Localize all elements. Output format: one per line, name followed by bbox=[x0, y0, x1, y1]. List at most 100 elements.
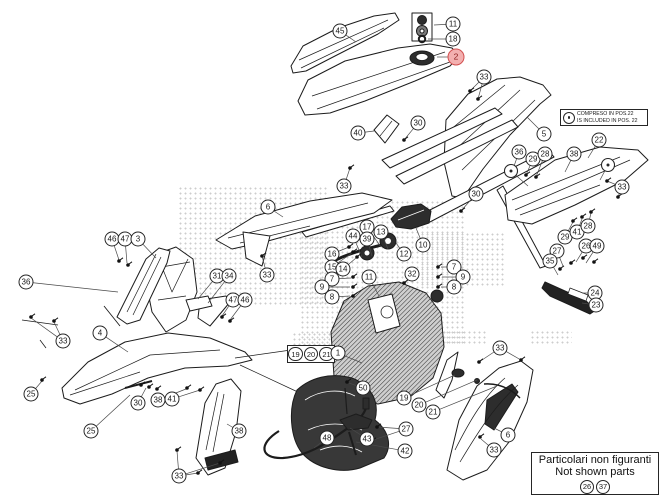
fastener-glyph bbox=[40, 376, 47, 382]
brake-lever-drawing bbox=[339, 387, 373, 456]
callout-33[interactable]: 33 bbox=[614, 179, 630, 195]
fastener-glyph bbox=[534, 173, 541, 179]
callout-33[interactable]: 33 bbox=[55, 333, 71, 349]
callout-19[interactable]: 19 bbox=[288, 346, 303, 362]
callout-4[interactable]: 4 bbox=[92, 325, 108, 341]
callout-8[interactable]: 8 bbox=[446, 279, 462, 295]
fastener-glyph bbox=[571, 217, 578, 223]
callout-5[interactable]: 5 bbox=[536, 126, 552, 142]
callout-28[interactable]: 28 bbox=[537, 146, 553, 162]
leader-line bbox=[176, 450, 179, 469]
callout-2[interactable]: 2 bbox=[447, 48, 465, 66]
callout-45[interactable]: 45 bbox=[332, 23, 348, 39]
fastener-glyph bbox=[196, 469, 203, 475]
callout-33[interactable]: 33 bbox=[336, 178, 352, 194]
callout-33[interactable]: 33 bbox=[492, 340, 508, 356]
callout-33[interactable]: 33 bbox=[486, 442, 502, 458]
callout-13[interactable]: 13 bbox=[373, 224, 389, 240]
callout-38[interactable]: 38 bbox=[566, 146, 582, 162]
fastener-glyph bbox=[592, 258, 599, 264]
callout-10[interactable]: 10 bbox=[415, 237, 431, 253]
leader-line bbox=[207, 281, 225, 304]
callout-6[interactable]: 6 bbox=[260, 199, 276, 215]
leader-line bbox=[348, 257, 357, 265]
callout-6[interactable]: 6 bbox=[500, 427, 516, 443]
callout-28[interactable]: 28 bbox=[580, 218, 596, 234]
callout-43[interactable]: 43 bbox=[359, 431, 375, 447]
callout-44[interactable]: 44 bbox=[345, 228, 361, 244]
callout-23[interactable]: 23 bbox=[588, 297, 604, 313]
left-fork-guard-drawing bbox=[103, 247, 171, 327]
fastener-glyph bbox=[218, 459, 225, 465]
fastener-glyph bbox=[351, 292, 358, 298]
leader-line bbox=[587, 145, 596, 159]
leader-line bbox=[425, 379, 478, 403]
callout-20[interactable]: 20 bbox=[411, 397, 427, 413]
fastener-glyph bbox=[29, 313, 36, 319]
callout-20[interactable]: 20 bbox=[303, 346, 319, 362]
leader-line bbox=[35, 380, 43, 389]
callout-14[interactable]: 14 bbox=[335, 261, 351, 277]
callout-32[interactable]: 32 bbox=[404, 266, 420, 282]
callout-22[interactable]: 22 bbox=[591, 132, 607, 148]
leader-line bbox=[581, 302, 589, 305]
callout-40[interactable]: 40 bbox=[350, 125, 366, 141]
radiator-shroud-drawing bbox=[215, 192, 393, 267]
leader-line bbox=[383, 238, 389, 250]
leader-line bbox=[365, 130, 375, 133]
callout-42[interactable]: 42 bbox=[397, 443, 413, 459]
callout-18[interactable]: 18 bbox=[445, 31, 461, 47]
callout-36[interactable]: 36 bbox=[18, 274, 34, 290]
leader-line bbox=[30, 317, 58, 338]
leader-line bbox=[113, 245, 120, 261]
callout-33[interactable]: 33 bbox=[259, 267, 275, 283]
callout-49[interactable]: 49 bbox=[589, 238, 605, 254]
callout-35[interactable]: 35 bbox=[542, 253, 558, 269]
callout-3[interactable]: 3 bbox=[130, 231, 146, 247]
leader-line bbox=[125, 246, 128, 264]
leader-line bbox=[349, 427, 362, 436]
callout-19[interactable]: 19 bbox=[396, 390, 412, 406]
fastener-glyph bbox=[139, 381, 146, 387]
watermark-dots bbox=[530, 330, 572, 344]
fastener-glyph bbox=[355, 253, 362, 259]
side-panel-drawing bbox=[435, 351, 534, 481]
leader-line bbox=[372, 283, 380, 297]
callout-11[interactable]: 11 bbox=[361, 269, 377, 285]
callout-39[interactable]: 39 bbox=[359, 231, 375, 247]
callout-48[interactable]: 48 bbox=[319, 430, 335, 446]
leader-line bbox=[535, 160, 543, 178]
callout-30[interactable]: 30 bbox=[468, 186, 484, 202]
leader-line bbox=[197, 281, 213, 300]
callout-33[interactable]: 33 bbox=[171, 468, 187, 484]
callout-33[interactable]: 33 bbox=[476, 69, 492, 85]
callout-46[interactable]: 46 bbox=[237, 292, 253, 308]
fastener-glyph bbox=[436, 263, 443, 269]
leader-line bbox=[229, 305, 241, 321]
fastener-glyph bbox=[351, 283, 358, 289]
callout-12[interactable]: 12 bbox=[396, 246, 412, 262]
callout-38[interactable]: 38 bbox=[231, 423, 247, 439]
leader-line bbox=[185, 462, 221, 475]
not-shown-callout-37[interactable]: 37 bbox=[596, 479, 610, 494]
callout-21[interactable]: 21 bbox=[425, 404, 441, 420]
callout-25[interactable]: 25 bbox=[23, 386, 39, 402]
callout-34[interactable]: 34 bbox=[221, 268, 237, 284]
fastener-glyph bbox=[459, 207, 466, 213]
callout-1[interactable]: 1 bbox=[330, 345, 346, 361]
callout-38[interactable]: 38 bbox=[150, 392, 166, 408]
leader-line bbox=[33, 282, 119, 293]
callout-8[interactable]: 8 bbox=[324, 289, 340, 305]
callout-30[interactable]: 30 bbox=[410, 115, 426, 131]
leader-line bbox=[575, 251, 583, 263]
callout-50[interactable]: 50 bbox=[355, 380, 371, 396]
callout-41[interactable]: 41 bbox=[164, 391, 180, 407]
leader-line bbox=[477, 83, 483, 100]
callout-27[interactable]: 27 bbox=[398, 421, 414, 437]
callout-25[interactable]: 25 bbox=[83, 423, 99, 439]
not-shown-callout-26[interactable]: 26 bbox=[580, 479, 594, 494]
callout-30[interactable]: 30 bbox=[130, 395, 146, 411]
callout-36[interactable]: 36 bbox=[511, 144, 527, 160]
callout-11[interactable]: 11 bbox=[445, 16, 461, 32]
